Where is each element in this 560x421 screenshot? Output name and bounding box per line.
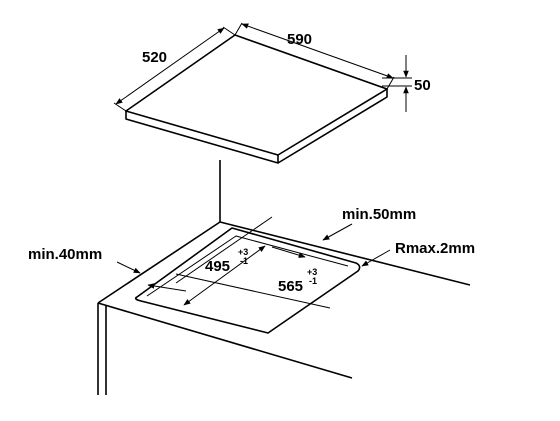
cutout-depth-tol-minus: -1 [240, 256, 248, 266]
cutout-depth-tol-plus: +3 [238, 247, 248, 257]
cutout-depth-label: 495 [205, 258, 230, 275]
min-back-leader [322, 223, 353, 241]
min-front-leader [116, 261, 141, 274]
min-front-label: min.40mm [28, 246, 102, 263]
cutout-outline [134, 227, 361, 334]
cutout-width-label: 565 [278, 278, 303, 295]
hob-width-label: 590 [287, 31, 312, 48]
cutout-width-dimension [147, 246, 331, 309]
radius-label: Rmax.2mm [395, 240, 475, 257]
hob-side-face [277, 89, 388, 164]
cutout-width-tol-plus: +3 [307, 267, 317, 277]
hob-front-face [125, 111, 279, 164]
worktop-top-edges [97, 221, 471, 304]
worktop-front-edge [97, 302, 353, 379]
cutout-width-tol-minus: -1 [309, 276, 317, 286]
min-back-label: min.50mm [342, 206, 416, 223]
hob-width-dimension [234, 22, 395, 90]
worktop [97, 221, 471, 395]
hob-height-label: 50 [414, 77, 431, 94]
radius-leader [361, 249, 391, 267]
cutout-inner-edge [146, 235, 349, 297]
cutout-depth-dimension [175, 216, 273, 306]
hob-depth-dimension [113, 26, 236, 112]
hob-depth-label: 520 [142, 49, 167, 66]
cutout [134, 227, 361, 334]
hob-height-dimension [382, 55, 412, 112]
